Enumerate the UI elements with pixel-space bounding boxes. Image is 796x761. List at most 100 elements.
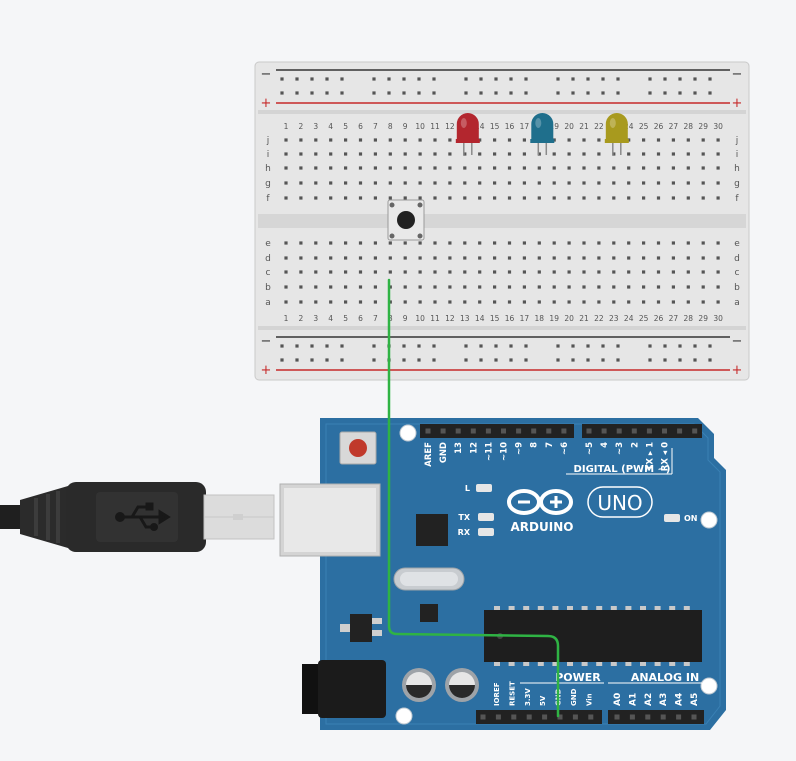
breadboard-hole[interactable] [329,270,333,274]
breadboard-hole[interactable] [582,166,586,170]
breadboard-hole[interactable] [686,285,690,289]
breadboard-hole[interactable] [314,152,318,156]
breadboard-hole[interactable] [716,241,720,245]
breadboard-hole[interactable] [433,270,437,274]
breadboard-hole[interactable] [671,285,675,289]
breadboard-hole[interactable] [509,344,513,348]
breadboard-hole[interactable] [642,300,646,304]
breadboard-hole[interactable] [280,358,284,362]
breadboard-hole[interactable] [464,344,468,348]
breadboard-hole[interactable] [582,270,586,274]
breadboard-hole[interactable] [701,241,705,245]
breadboard-hole[interactable] [537,285,541,289]
breadboard-hole[interactable] [448,270,452,274]
breadboard-hole[interactable] [310,77,314,81]
breadboard-hole[interactable] [418,152,422,156]
breadboard-hole[interactable] [522,300,526,304]
breadboard-hole[interactable] [612,241,616,245]
breadboard-hole[interactable] [701,300,705,304]
breadboard-hole[interactable] [648,91,652,95]
breadboard-hole[interactable] [582,196,586,200]
breadboard-hole[interactable] [552,270,556,274]
breadboard-hole[interactable] [280,344,284,348]
breadboard-hole[interactable] [552,241,556,245]
leds[interactable] [455,113,629,155]
breadboard-hole[interactable] [537,300,541,304]
breadboard-hole[interactable] [284,241,288,245]
breadboard-hole[interactable] [388,256,392,260]
breadboard-hole[interactable] [642,166,646,170]
breadboard-hole[interactable] [567,256,571,260]
breadboard-hole[interactable] [388,138,392,142]
breadboard-hole[interactable] [284,270,288,274]
breadboard-hole[interactable] [507,285,512,289]
breadboard-hole[interactable] [601,358,605,362]
breadboard-hole[interactable] [314,256,318,260]
breadboard-hole[interactable] [418,270,422,274]
breadboard-hole[interactable] [284,166,288,170]
breadboard-hole[interactable] [567,300,571,304]
breadboard-hole[interactable] [507,181,512,185]
breadboard-hole[interactable] [663,77,667,81]
breadboard-hole[interactable] [656,152,661,156]
breadboard-hole[interactable] [388,241,392,245]
breadboard-hole[interactable] [418,241,422,245]
breadboard-hole[interactable] [388,270,392,274]
breadboard-hole[interactable] [325,91,329,95]
breadboard-hole[interactable] [403,300,407,304]
breadboard-hole[interactable] [524,91,528,95]
breadboard-hole[interactable] [678,344,682,348]
breadboard-hole[interactable] [552,181,556,185]
breadboard-hole[interactable] [642,181,646,185]
breadboard-hole[interactable] [701,285,705,289]
breadboard-hole[interactable] [299,241,303,245]
breadboard-hole[interactable] [373,241,377,245]
breadboard-hole[interactable] [507,166,512,170]
breadboard-hole[interactable] [314,166,318,170]
led-blue[interactable] [530,113,555,155]
breadboard-hole[interactable] [648,77,652,81]
breadboard-hole[interactable] [344,270,348,274]
breadboard-hole[interactable] [586,77,590,81]
breadboard-hole[interactable] [344,300,348,304]
breadboard-hole[interactable] [314,270,318,274]
breadboard-hole[interactable] [432,358,436,362]
breadboard-hole[interactable] [612,196,616,200]
breadboard-hole[interactable] [507,270,512,274]
breadboard-hole[interactable] [656,181,661,185]
breadboard-hole[interactable] [537,241,541,245]
breadboard-hole[interactable] [716,196,720,200]
breadboard-hole[interactable] [571,358,575,362]
breadboard-hole[interactable] [358,181,363,185]
breadboard-hole[interactable] [582,152,586,156]
breadboard-hole[interactable] [344,256,348,260]
breadboard-hole[interactable] [612,181,616,185]
breadboard-hole[interactable] [295,91,299,95]
breadboard-hole[interactable] [299,196,303,200]
breadboard-hole[interactable] [701,196,705,200]
breadboard-hole[interactable] [418,256,422,260]
breadboard-hole[interactable] [358,285,363,289]
breadboard-hole[interactable] [522,152,526,156]
breadboard-hole[interactable] [344,196,348,200]
breadboard-hole[interactable] [494,91,498,95]
breadboard-hole[interactable] [344,166,348,170]
breadboard-hole[interactable] [509,358,513,362]
breadboard-hole[interactable] [571,91,575,95]
breadboard-hole[interactable] [552,152,556,156]
breadboard-hole[interactable] [344,241,348,245]
breadboard-hole[interactable] [372,358,376,362]
breadboard-hole[interactable] [627,256,631,260]
breadboard-hole[interactable] [507,300,512,304]
push-button[interactable] [387,199,425,241]
breadboard-hole[interactable] [586,344,590,348]
breadboard-hole[interactable] [402,91,406,95]
breadboard-hole[interactable] [701,166,705,170]
breadboard-hole[interactable] [552,166,556,170]
breadboard-hole[interactable] [567,196,571,200]
breadboard-hole[interactable] [478,166,482,170]
digital-header-right[interactable] [582,424,702,438]
breadboard-hole[interactable] [463,196,467,200]
breadboard-hole[interactable] [325,77,329,81]
breadboard-hole[interactable] [507,241,512,245]
